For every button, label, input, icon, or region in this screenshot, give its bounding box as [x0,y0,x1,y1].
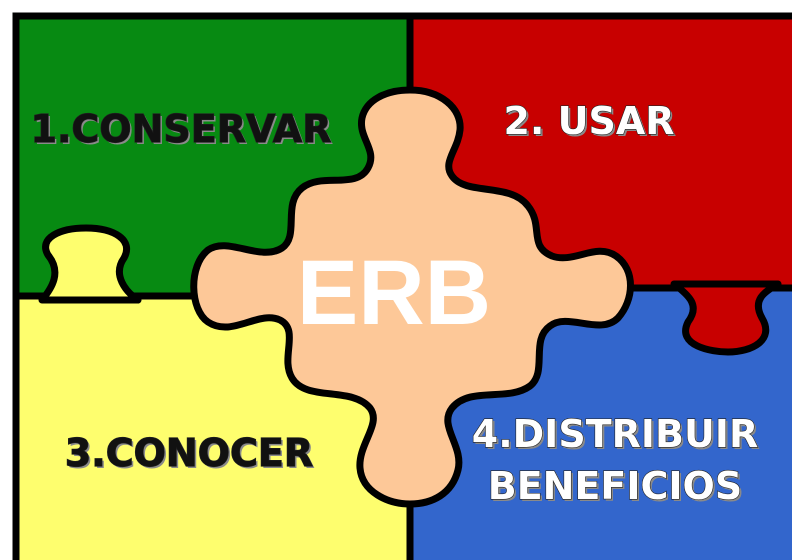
label-shadow: 3.CONOCER [67,433,315,477]
label-distribuir: 4.DISTRIBUIR [472,412,758,456]
center-label: ERB [297,242,491,344]
label-conocer: 3.CONOCER [65,431,313,475]
label-usar: 2. USAR [504,99,675,143]
label-shadow: BENEFICIOS [490,466,744,510]
center-puzzle-piece [190,86,634,508]
label-shadow: 4.DISTRIBUIR [474,414,760,458]
label-beneficios: BENEFICIOS [488,464,742,508]
puzzle-tab-usar [670,280,782,356]
label-conservar: 1.CONSERVAR [31,107,332,151]
puzzle-tab-conocer [38,224,142,304]
label-shadow: 1.CONSERVAR [33,109,334,153]
label-shadow: 2. USAR [506,101,677,145]
